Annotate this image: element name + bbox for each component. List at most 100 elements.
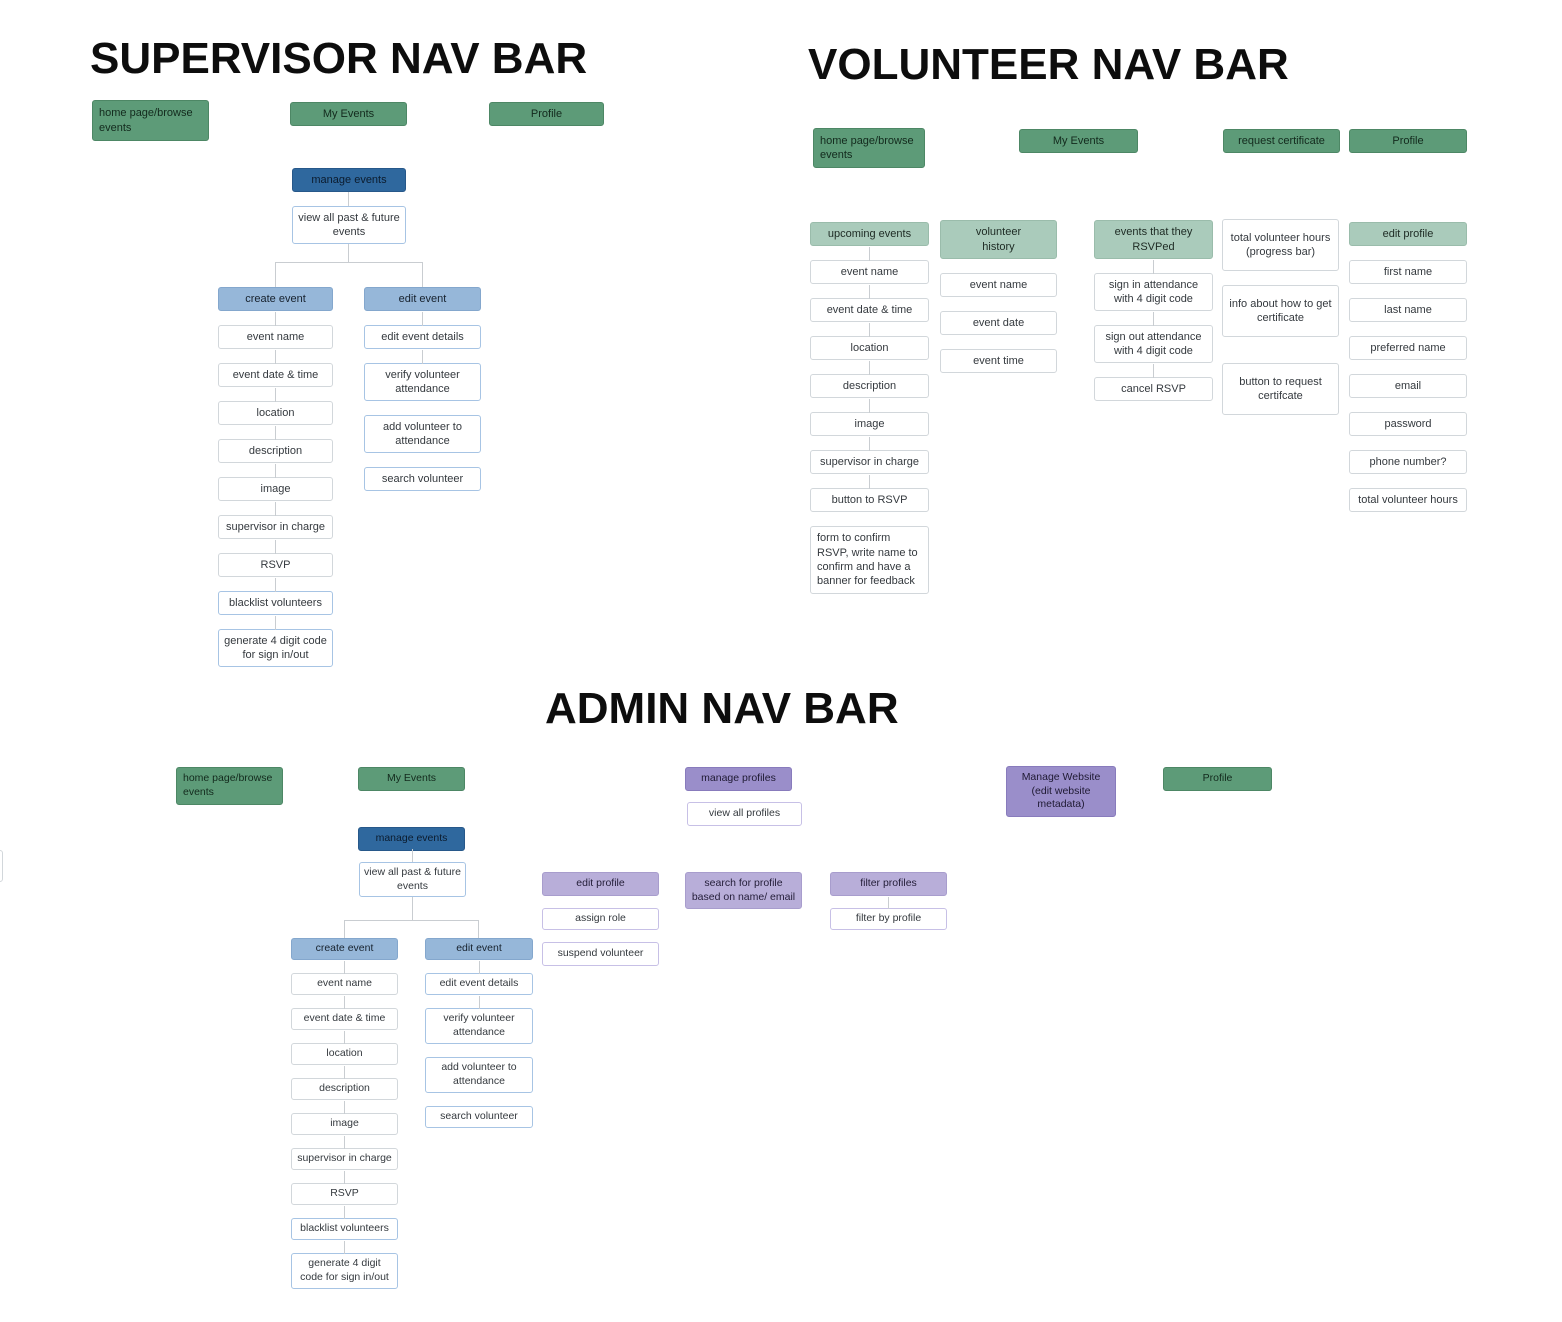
diagram-node[interactable]: email <box>1349 374 1467 398</box>
connector-line <box>275 262 276 287</box>
diagram-node[interactable]: add volunteer to attendance <box>364 415 481 453</box>
supervisor-create-event-node[interactable]: create event <box>218 287 333 311</box>
admin-edit-event-node[interactable]: edit event <box>425 938 533 960</box>
diagram-node[interactable]: location <box>810 323 929 360</box>
diagram-node[interactable]: RSVP <box>291 1171 398 1205</box>
volunteer-certificate-column: total volunteer hours (progress bar) inf… <box>1222 219 1339 415</box>
diagram-node[interactable]: RSVP <box>218 540 333 577</box>
volunteer-history-node[interactable]: volunteer history <box>940 220 1057 259</box>
diagram-node[interactable]: assign role <box>542 908 659 930</box>
supervisor-nav-home[interactable]: home page/browse events <box>92 100 209 141</box>
supervisor-nav-profile[interactable]: Profile <box>489 102 604 126</box>
diagram-node[interactable]: cancel RSVP <box>1094 364 1213 401</box>
admin-view-all-events-node[interactable]: view all past & future events <box>359 862 466 897</box>
volunteer-nav-my-events[interactable]: My Events <box>1019 129 1138 153</box>
diagram-node[interactable]: description <box>810 361 929 398</box>
volunteer-nav-profile[interactable]: Profile <box>1349 129 1467 153</box>
admin-nav-manage-profiles[interactable]: manage profiles <box>685 767 792 791</box>
admin-filter-profiles-node[interactable]: filter profiles <box>830 872 947 896</box>
diagram-node[interactable]: password <box>1349 412 1467 436</box>
volunteer-edit-profile-column: edit profile first name last name prefer… <box>1349 222 1467 512</box>
connector-line <box>478 920 479 938</box>
diagram-node[interactable]: supervisor in charge <box>810 437 929 474</box>
volunteer-upcoming-events-node[interactable]: upcoming events <box>810 222 929 246</box>
volunteer-nav-request-certificate[interactable]: request certificate <box>1223 129 1340 153</box>
volunteer-rsvp-form-note[interactable]: form to confirm RSVP, write name to conf… <box>810 526 929 594</box>
diagram-node[interactable]: event name <box>810 247 929 284</box>
diagram-node[interactable]: suspend volunteer <box>542 942 659 966</box>
admin-search-profile-node[interactable]: search for profile based on name/ email <box>685 872 802 909</box>
diagram-node[interactable]: image <box>810 399 929 436</box>
diagram-node[interactable]: first name <box>1349 260 1467 284</box>
connector-line <box>412 897 413 920</box>
diagram-node[interactable]: edit event details <box>364 312 481 349</box>
diagram-node[interactable]: event time <box>940 349 1057 373</box>
diagram-node[interactable]: verify volunteer attendance <box>425 996 533 1044</box>
volunteer-history-column: volunteer history event name event date … <box>940 220 1057 373</box>
supervisor-edit-event-node[interactable]: edit event <box>364 287 481 311</box>
diagram-node[interactable]: event name <box>940 273 1057 297</box>
supervisor-manage-events-node[interactable]: manage events <box>292 168 406 192</box>
diagram-node[interactable]: info about how to get certificate <box>1222 285 1339 337</box>
diagram-node[interactable]: event date & time <box>291 996 398 1030</box>
volunteer-rsvped-events-column: events that they RSVPed sign in attendan… <box>1094 220 1213 401</box>
admin-nav-profile[interactable]: Profile <box>1163 767 1272 791</box>
diagram-node[interactable]: total volunteer hours (progress bar) <box>1222 219 1339 271</box>
supervisor-create-event-column: create event event name event date & tim… <box>218 287 333 667</box>
admin-create-event-node[interactable]: create event <box>291 938 398 960</box>
diagram-node[interactable]: generate 4 digit code for sign in/out <box>218 616 333 667</box>
diagram-node[interactable]: button to request certifcate <box>1222 363 1339 415</box>
diagram-node[interactable]: event name <box>291 961 398 995</box>
connector-line <box>412 849 413 862</box>
diagram-node[interactable]: sign out attendance with 4 digit code <box>1094 312 1213 363</box>
supervisor-nav-my-events[interactable]: My Events <box>290 102 407 126</box>
connector-line <box>275 262 423 263</box>
diagram-node[interactable]: blacklist volunteers <box>291 1206 398 1240</box>
diagram-node[interactable]: sign in attendance with 4 digit code <box>1094 260 1213 311</box>
diagram-node[interactable]: description <box>291 1066 398 1100</box>
diagram-node[interactable]: event date <box>940 311 1057 335</box>
diagram-node[interactable]: total volunteer hours <box>1349 488 1467 512</box>
diagram-node[interactable]: description <box>218 426 333 463</box>
volunteer-rsvped-events-node[interactable]: events that they RSVPed <box>1094 220 1213 259</box>
connector-line <box>348 244 349 262</box>
supervisor-edit-event-column: edit event edit event details verify vol… <box>364 287 481 491</box>
admin-manage-events-node[interactable]: manage events <box>358 827 465 851</box>
volunteer-edit-profile-node[interactable]: edit profile <box>1349 222 1467 246</box>
diagram-node[interactable]: search volunteer <box>425 1106 533 1128</box>
admin-edit-event-column: edit event edit event details verify vol… <box>425 938 533 1128</box>
volunteer-nav-home[interactable]: home page/browse events <box>813 128 925 168</box>
diagram-node[interactable]: add volunteer to attendance <box>425 1057 533 1093</box>
diagram-node[interactable]: supervisor in charge <box>291 1136 398 1170</box>
diagram-node[interactable]: location <box>291 1031 398 1065</box>
diagram-node[interactable]: event date & time <box>218 350 333 387</box>
diagram-node[interactable]: filter by profile <box>830 897 947 930</box>
diagram-node[interactable]: search volunteer <box>364 467 481 491</box>
admin-nav-manage-website[interactable]: Manage Website (edit website metadata) <box>1006 766 1116 817</box>
admin-edit-profile-node[interactable]: edit profile <box>542 872 659 896</box>
diagram-node[interactable]: image <box>291 1101 398 1135</box>
admin-edit-profile-column: edit profile assign role suspend volunte… <box>542 872 659 966</box>
volunteer-title: VOLUNTEER NAV BAR <box>808 40 1289 89</box>
diagram-node[interactable]: image <box>218 464 333 501</box>
admin-view-all-profiles-node[interactable]: view all profiles <box>687 802 802 826</box>
diagram-node[interactable]: phone number? <box>1349 450 1467 474</box>
admin-create-event-column: create event event name event date & tim… <box>291 938 398 1289</box>
diagram-node[interactable]: supervisor in charge <box>218 502 333 539</box>
diagram-node[interactable]: last name <box>1349 298 1467 322</box>
diagram-node[interactable]: event name <box>218 312 333 349</box>
admin-nav-home[interactable]: home page/browse events <box>176 767 283 805</box>
diagram-node[interactable]: edit event details <box>425 961 533 995</box>
diagram-node[interactable]: verify volunteer attendance <box>364 350 481 401</box>
diagram-node[interactable]: preferred name <box>1349 336 1467 360</box>
diagram-node[interactable]: location <box>218 388 333 425</box>
admin-filter-profiles-column: filter profiles filter by profile <box>830 872 947 930</box>
diagram-node[interactable]: button to RSVP <box>810 475 929 512</box>
diagram-node[interactable]: event date & time <box>810 285 929 322</box>
supervisor-view-all-events-node[interactable]: view all past & future events <box>292 206 406 244</box>
supervisor-title: SUPERVISOR NAV BAR <box>90 34 588 83</box>
admin-nav-my-events[interactable]: My Events <box>358 767 465 791</box>
diagram-node[interactable]: generate 4 digit code for sign in/out <box>291 1241 398 1289</box>
diagram-node[interactable]: blacklist volunteers <box>218 578 333 615</box>
